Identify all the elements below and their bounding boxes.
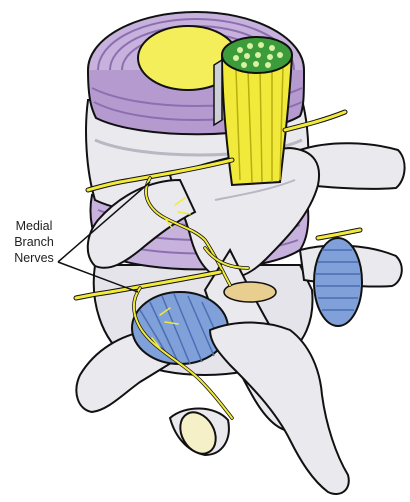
- label-line-3: Nerves: [6, 250, 62, 266]
- lower-posterior-arch: [210, 323, 349, 495]
- medial-branch-nerves-label: Medial Branch Nerves: [6, 218, 62, 266]
- neural-foramen-tissue: [224, 282, 276, 302]
- cut-inferior-articular-process: [170, 406, 229, 460]
- label-line-2: Branch: [6, 234, 62, 250]
- label-line-1: Medial: [6, 218, 62, 234]
- right-facet-joint-capsule: [314, 238, 362, 326]
